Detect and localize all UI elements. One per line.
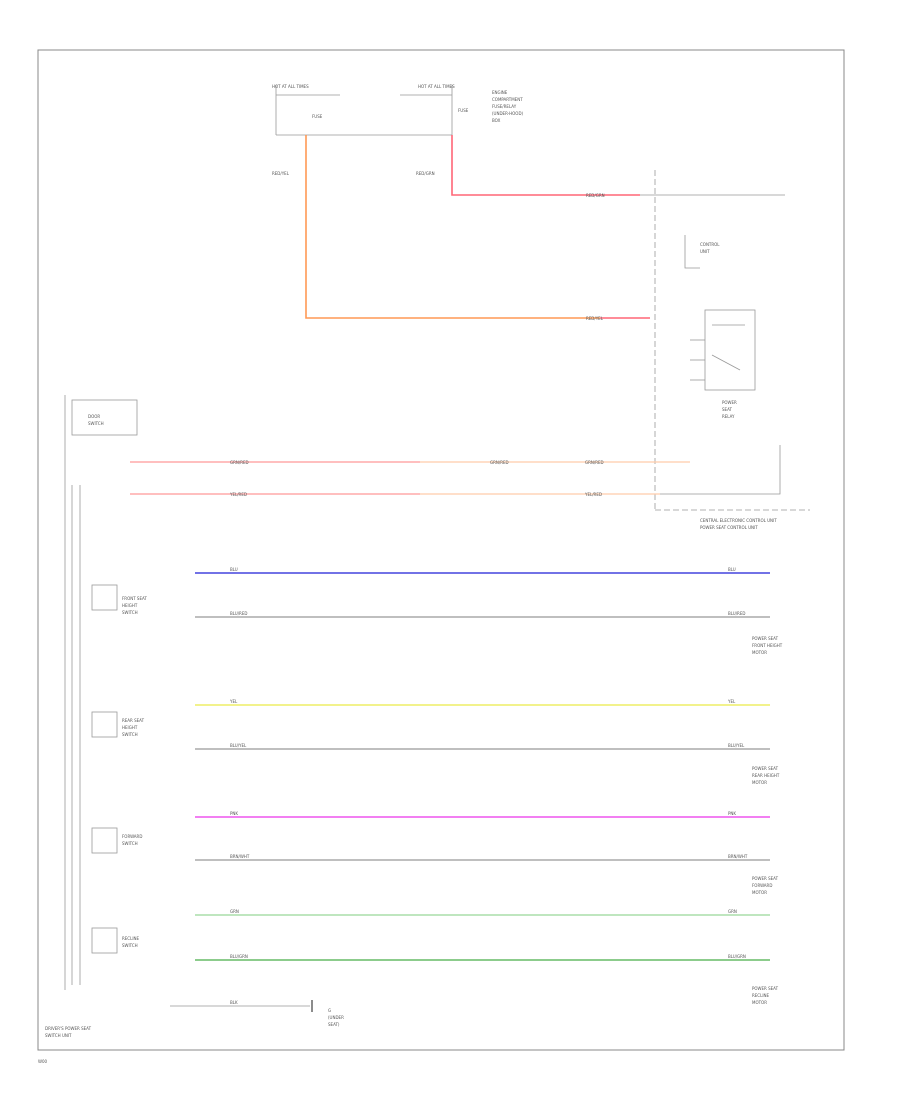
rear-switch-symbol <box>91 711 118 738</box>
relay-label-1: SEAT <box>722 407 732 412</box>
diagram-frame <box>37 49 845 1051</box>
fuse-desc-0: ENGINE <box>492 90 508 95</box>
memory-switch-label-0: DOOR <box>88 414 100 419</box>
rear-switch-label-2: SWITCH <box>122 732 138 737</box>
relay-label-2: RELAY <box>722 414 735 419</box>
recline-switch-label-1: SWITCH <box>122 943 138 948</box>
motor-wire-label-4: PNK <box>230 811 238 816</box>
motor-wire-label-7: BLU/GRN <box>230 954 248 959</box>
motor-wire-right-label-1: BLU/RED <box>728 611 745 616</box>
left-feed-label: RED/YEL <box>272 171 290 176</box>
fuse-desc-1: COMPARTMENT <box>492 97 523 102</box>
motor-wire-right-label-3: BLU/YEL <box>728 743 745 748</box>
forward-switch-symbol <box>91 827 118 854</box>
power-left-label: HOT AT ALL TIMES <box>272 84 309 89</box>
rear-switch-label-1: HEIGHT <box>122 725 138 730</box>
ground: BLK G (UNDER SEAT) <box>170 1000 344 1027</box>
memory-switch-label-1: SWITCH <box>88 421 104 426</box>
memory2-label: YEL/RED <box>229 492 247 497</box>
switch-bracket: DOOR SWITCH <box>64 395 138 990</box>
front-switch-label-1: HEIGHT <box>122 603 138 608</box>
ground-label: BLK <box>230 1000 238 1005</box>
power-seat-relay: POWER SEAT RELAY <box>690 309 756 419</box>
motor0-label-1: FRONT HEIGHT <box>752 643 783 648</box>
central-unit-label-1: POWER SEAT CONTROL UNIT <box>700 525 758 530</box>
recline-switch-label-0: RECLINE <box>122 936 140 941</box>
motor-wire-label-0: BLU <box>230 567 238 572</box>
motor-wire-label-5: BRN/WHT <box>230 854 250 859</box>
page-code: W00 <box>38 1059 48 1064</box>
motor-wire-right-label-5: BRN/WHT <box>728 854 748 859</box>
motor3-label-1: RECLINE <box>752 993 770 998</box>
feed-wires: RED/YEL RED/GRN RED/GRN RED/YEL <box>272 135 785 321</box>
motor2-label-0: POWER SEAT <box>752 876 779 881</box>
rear-switch-label-0: REAR SEAT <box>122 718 145 723</box>
motor2-label-2: MOTOR <box>752 890 767 895</box>
motor0-label-2: MOTOR <box>752 650 767 655</box>
central-unit-label-0: CENTRAL ELECTRONIC CONTROL UNIT <box>700 518 777 523</box>
ground-note-1: (UNDER <box>328 1015 344 1020</box>
motor3-label-0: POWER SEAT <box>752 986 779 991</box>
motor-wire-label-1: BLU/RED <box>230 611 247 616</box>
memory1-right-label: GRN/RED <box>490 460 509 465</box>
ground-note-0: G <box>328 1008 331 1013</box>
motor2-label-1: FORWARD <box>752 883 772 888</box>
recline-switch-symbol <box>91 927 118 954</box>
red-feed-wire <box>451 135 640 196</box>
front-switch-label-0: FRONT SEAT <box>122 596 147 601</box>
motor3-label-2: MOTOR <box>752 1000 767 1005</box>
motor1-label-1: REAR HEIGHT <box>752 773 780 778</box>
memory-wires: GRN/RED YEL/RED GRN/RED GRN/RED YEL/RED <box>130 445 781 497</box>
motor1-label-2: MOTOR <box>752 780 767 785</box>
ground-note-2: SEAT) <box>328 1022 340 1027</box>
memory2-right-label: YEL/RED <box>584 492 602 497</box>
top-run-label: RED/GRN <box>586 193 605 198</box>
motor-wire-right-label-2: YEL <box>727 699 736 704</box>
right-fuse-label: FUSE <box>458 108 469 113</box>
control-unit: CONTROL UNIT <box>684 235 720 269</box>
right-feed-label: RED/GRN <box>416 171 435 176</box>
forward-switch-label-1: SWITCH <box>122 841 138 846</box>
fuse-desc-4: BOX <box>492 118 501 123</box>
motor-wire-rows: BLU BLU BLU/RED BLU/RED YEL YEL BLU/YEL BLU/YEL… <box>195 567 770 961</box>
motor-wire-label-2: YEL <box>229 699 238 704</box>
forward-switch-label-0: FORWARD <box>122 834 142 839</box>
motor0-label-0: POWER SEAT <box>752 636 779 641</box>
motor-wire-label-6: GRN <box>230 909 239 914</box>
fuse-box: HOT AT ALL TIMES HOT AT ALL TIMES FUSE F… <box>272 84 524 136</box>
power-right-label: HOT AT ALL TIMES <box>418 84 455 89</box>
motor-wire-right-label-6: GRN <box>728 909 737 914</box>
motor-wire-label-3: BLU/YEL <box>230 743 247 748</box>
fuse-desc-3: (UNDER-HOOD) <box>492 111 524 116</box>
motor-wire-right-label-0: BLU <box>728 567 736 572</box>
front-switch-symbol <box>91 584 118 611</box>
control-unit-label-0: CONTROL <box>700 242 720 247</box>
motor-wire-right-label-4: PNK <box>728 811 736 816</box>
orange-feed-wire <box>305 135 600 319</box>
memory1-label: GRN/RED <box>230 460 249 465</box>
relay-label-0: POWER <box>722 400 737 405</box>
front-switch-label-2: SWITCH <box>122 610 138 615</box>
bottom-left-label-1: SWITCH UNIT <box>45 1033 72 1038</box>
left-fuse-label: FUSE <box>312 114 323 119</box>
memory1-right2-label: GRN/RED <box>585 460 604 465</box>
control-unit-label-1: UNIT <box>700 249 710 254</box>
bottom-left-label-0: DRIVER'S POWER SEAT <box>45 1026 92 1031</box>
motor-wire-right-label-7: BLU/GRN <box>728 954 746 959</box>
mid-run-label: RED/YEL <box>586 316 604 321</box>
motor1-label-0: POWER SEAT <box>752 766 779 771</box>
fuse-desc-2: FUSE/RELAY <box>492 104 517 109</box>
